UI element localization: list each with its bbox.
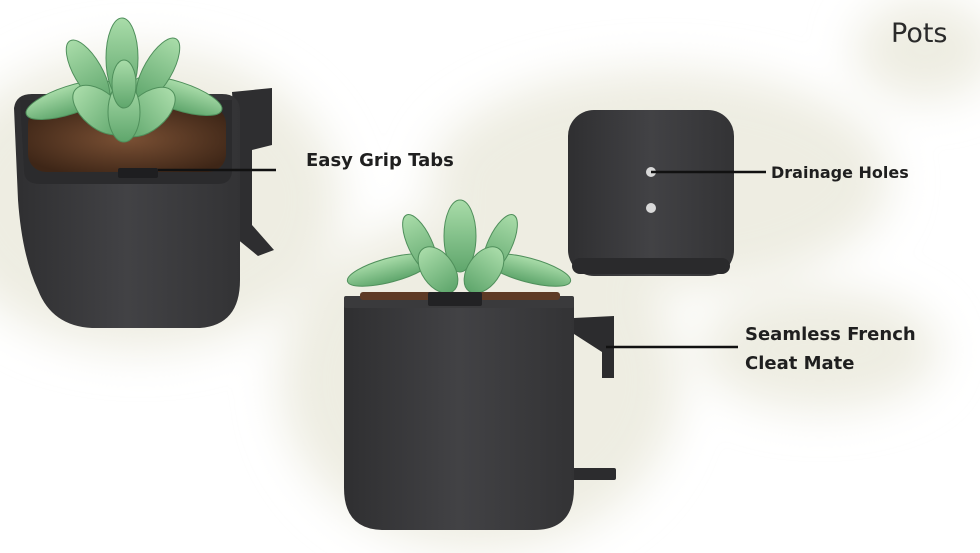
succulent-left (25, 17, 223, 143)
pot-base (568, 110, 734, 276)
succulent-center (346, 199, 572, 294)
drainage-holes-label: Drainage Holes (771, 163, 909, 182)
pot-front (344, 199, 616, 530)
grip-tab (118, 168, 158, 178)
french-cleat-rail (574, 316, 614, 378)
grip-tab (428, 292, 482, 306)
french-cleat-label: Seamless French Cleat Mate (745, 320, 916, 378)
grip-tabs-label: Easy Grip Tabs (306, 150, 454, 171)
pot-body (344, 304, 574, 530)
french-cleat-label-line2: Cleat Mate (745, 353, 855, 374)
pot-angled (14, 17, 274, 328)
cleat-foot (572, 468, 616, 480)
french-cleat-label-line1: Seamless French (745, 324, 916, 345)
page-title: Pots (891, 18, 948, 49)
pot-bottom-view (568, 110, 734, 276)
french-cleat-tab (232, 88, 274, 256)
drainage-hole (646, 203, 656, 213)
